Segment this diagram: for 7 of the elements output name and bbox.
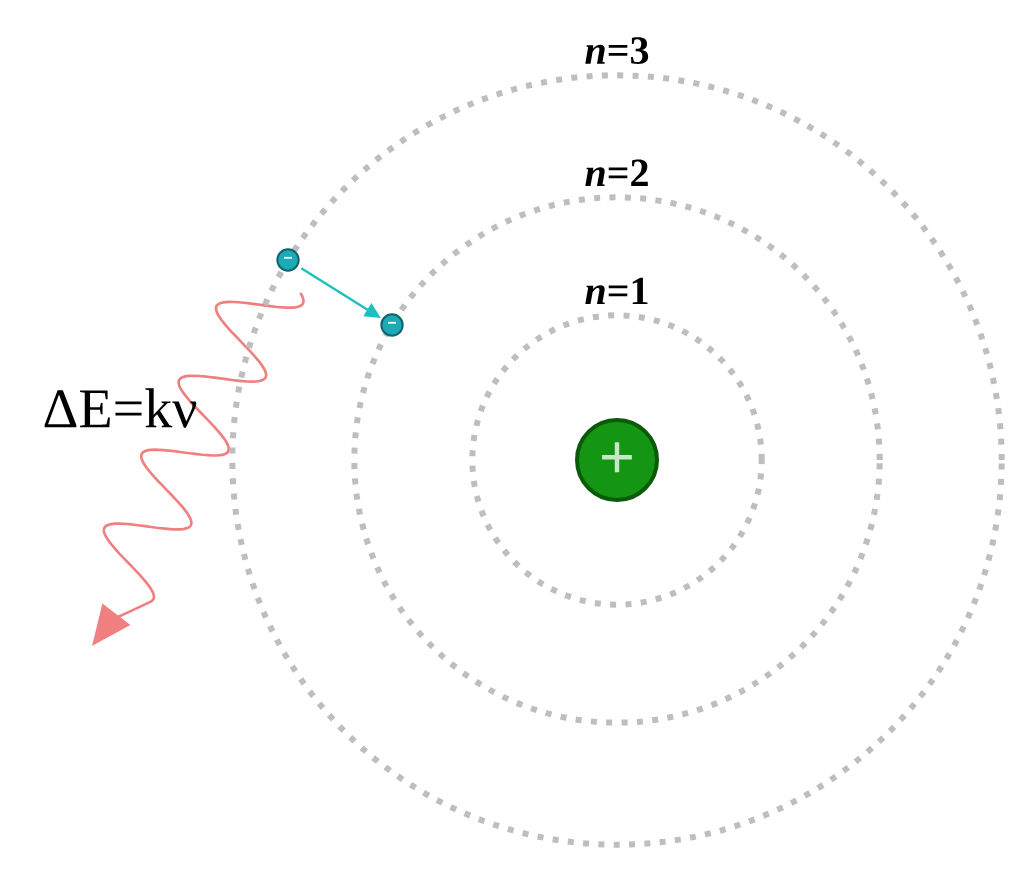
nucleus: + bbox=[575, 418, 659, 502]
node-label: n=1 bbox=[585, 277, 648, 305]
node-label: n=3 bbox=[585, 37, 649, 65]
formula-label: ΔE=kν bbox=[44, 388, 197, 428]
electron: − bbox=[380, 313, 404, 337]
electron: − bbox=[276, 248, 300, 272]
node-label: n=2 bbox=[585, 159, 648, 187]
